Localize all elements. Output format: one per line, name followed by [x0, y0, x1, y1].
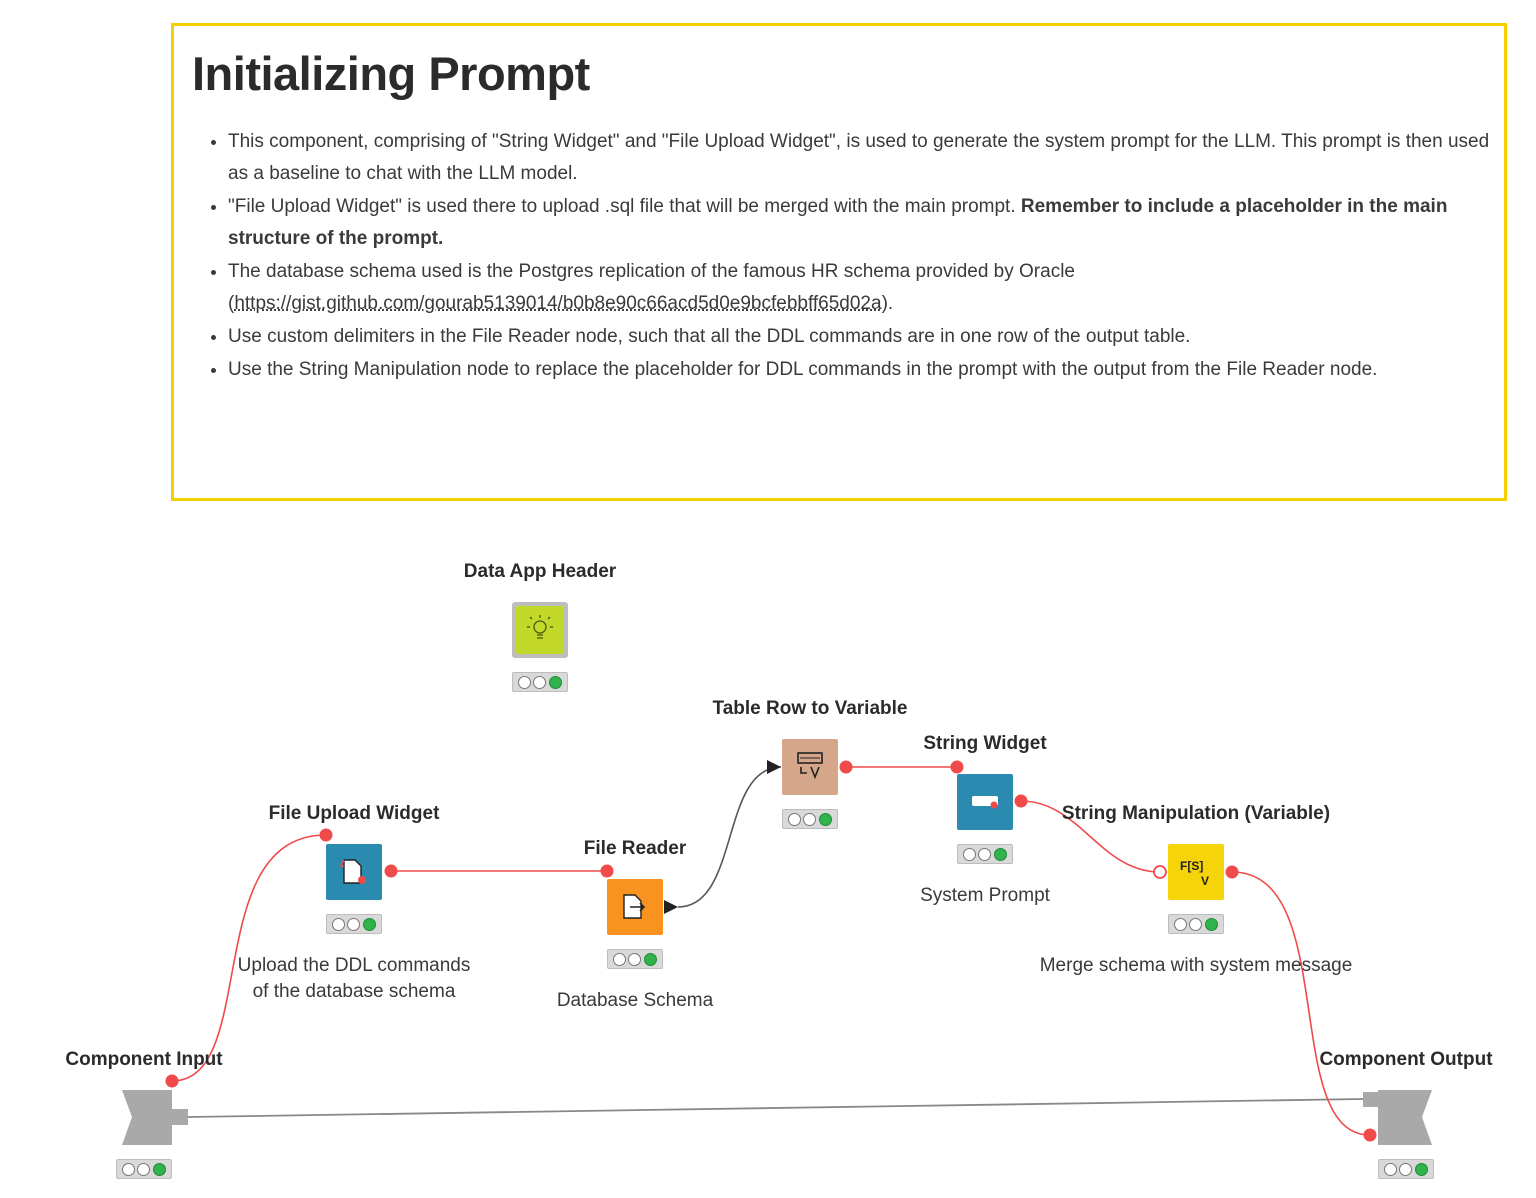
status-light — [1189, 917, 1203, 931]
file-upload-widget-label: File Upload Widget — [268, 803, 440, 824]
status-light — [137, 1162, 151, 1176]
status-light-executed — [1204, 917, 1218, 931]
status-light — [122, 1162, 136, 1176]
upload-input-port[interactable] — [319, 828, 333, 842]
manipulation-output-port[interactable] — [1225, 865, 1239, 879]
file-upload-widget-status — [326, 914, 382, 934]
status-light — [347, 917, 361, 931]
table-row-to-variable-label: Table Row to Variable — [712, 698, 908, 719]
connection-input-to-upload[interactable] — [171, 834, 327, 1082]
rowvar-input-port[interactable] — [767, 760, 781, 774]
file-reader-status — [607, 949, 663, 969]
workflow-annotation[interactable]: Initializing Prompt This component, comp… — [171, 23, 1507, 501]
annotation-bullet-2: "File Upload Widget" is used there to up… — [228, 191, 1498, 255]
rowvar-output-port[interactable] — [839, 760, 853, 774]
string-manipulation-status — [1168, 914, 1224, 934]
file-upload-desc-line1: Upload the DDL commands — [237, 955, 471, 976]
status-light — [803, 812, 817, 826]
string-widget-status — [957, 844, 1013, 864]
status-light — [788, 812, 802, 826]
status-light — [1384, 1162, 1398, 1176]
status-light-executed — [152, 1162, 166, 1176]
connection-manipulation-to-output[interactable] — [1231, 871, 1371, 1136]
bullet-4-text: Use custom delimiters in the File Reader… — [228, 326, 1191, 347]
manipulation-input-port[interactable] — [1153, 865, 1167, 879]
string-widget-node[interactable] — [950, 760, 1028, 831]
status-light — [628, 952, 642, 966]
annotation-bullet-5: Use the String Manipulation node to repl… — [228, 354, 1498, 386]
connection-reader-to-rowvar[interactable] — [677, 766, 782, 908]
string-widget-label: String Widget — [923, 733, 1047, 754]
status-light — [518, 675, 532, 689]
file-upload-widget-desc: Upload the DDL commands of the database … — [238, 953, 471, 1005]
text-field-icon — [972, 796, 998, 809]
annotation-bullet-1: This component, comprising of "String Wi… — [228, 126, 1498, 190]
reader-input-port[interactable] — [600, 864, 614, 878]
file-reader-icon — [623, 894, 646, 919]
file-upload-icon — [339, 859, 366, 884]
file-reader-label: File Reader — [583, 838, 687, 859]
bullet-3-after: ). — [881, 293, 894, 314]
data-app-header-node[interactable] — [512, 602, 568, 658]
status-light-executed — [818, 812, 832, 826]
status-light — [1174, 917, 1188, 931]
status-light-executed — [993, 847, 1007, 861]
status-light — [613, 952, 627, 966]
annotation-bullet-3: The database schema used is the Postgres… — [228, 256, 1498, 320]
status-light-executed — [362, 917, 376, 931]
file-reader-desc: Database Schema — [556, 990, 714, 1011]
file-reader-node[interactable] — [600, 864, 679, 936]
component-output-label: Component Output — [1319, 1049, 1493, 1070]
string-manipulation-node[interactable]: F[S] V — [1153, 844, 1239, 900]
bullet-5-text: Use the String Manipulation node to repl… — [228, 359, 1378, 380]
status-light — [332, 917, 346, 931]
stringwidget-output-port[interactable] — [1014, 794, 1028, 808]
variable-subscript: V — [1201, 874, 1209, 888]
status-light-executed — [643, 952, 657, 966]
annotation-bullet-4: Use custom delimiters in the File Reader… — [228, 321, 1498, 353]
bullet-3-text: The database schema used is the Postgres… — [228, 261, 1075, 314]
status-light-executed — [1414, 1162, 1428, 1176]
table-row-to-variable-status — [782, 809, 838, 829]
upload-output-port[interactable] — [384, 864, 398, 878]
connection-input-to-output[interactable] — [187, 1098, 1364, 1118]
component-output-status — [1378, 1159, 1434, 1179]
string-manipulation-label: String Manipulation (Variable) — [1061, 803, 1331, 824]
annotation-bullet-list: This component, comprising of "String Wi… — [202, 126, 1498, 387]
stringwidget-input-port[interactable] — [950, 760, 964, 774]
annotation-title: Initializing Prompt — [192, 47, 590, 100]
table-to-variable-icon — [797, 752, 823, 780]
status-light — [963, 847, 977, 861]
string-manipulation-desc: Merge schema with system message — [1039, 955, 1353, 976]
bullet-1-text: This component, comprising of "String Wi… — [228, 131, 1490, 184]
data-app-header-status — [512, 672, 568, 692]
reader-output-port[interactable] — [664, 900, 678, 914]
string-widget-desc: System Prompt — [920, 885, 1050, 906]
component-input-var-port[interactable] — [165, 1074, 179, 1088]
file-upload-widget-node[interactable] — [319, 828, 398, 901]
status-light-executed — [548, 675, 562, 689]
table-row-to-variable-node[interactable] — [767, 739, 853, 795]
formula-icon: F[S] — [1180, 859, 1203, 873]
status-light — [978, 847, 992, 861]
component-input-label: Component Input — [65, 1049, 223, 1070]
status-light — [1399, 1162, 1413, 1176]
bullet-2-bold-text: Remember to include a placeholder in the… — [228, 196, 1448, 249]
component-output-node[interactable] — [1363, 1090, 1432, 1145]
bullet-2-text: "File Upload Widget" is used there to up… — [228, 196, 1021, 217]
schema-gist-link[interactable]: https://gist.github.com/gourab5139014/b0… — [234, 293, 882, 314]
connection-stringwidget-to-manipulation[interactable] — [1020, 800, 1161, 873]
component-input-node[interactable] — [122, 1074, 188, 1146]
data-app-header-label: Data App Header — [463, 561, 617, 582]
file-upload-desc-line2: of the database schema — [252, 981, 456, 1002]
component-input-status — [116, 1159, 172, 1179]
component-output-var-port[interactable] — [1363, 1128, 1377, 1142]
status-light — [533, 675, 547, 689]
lightbulb-icon — [527, 615, 553, 639]
